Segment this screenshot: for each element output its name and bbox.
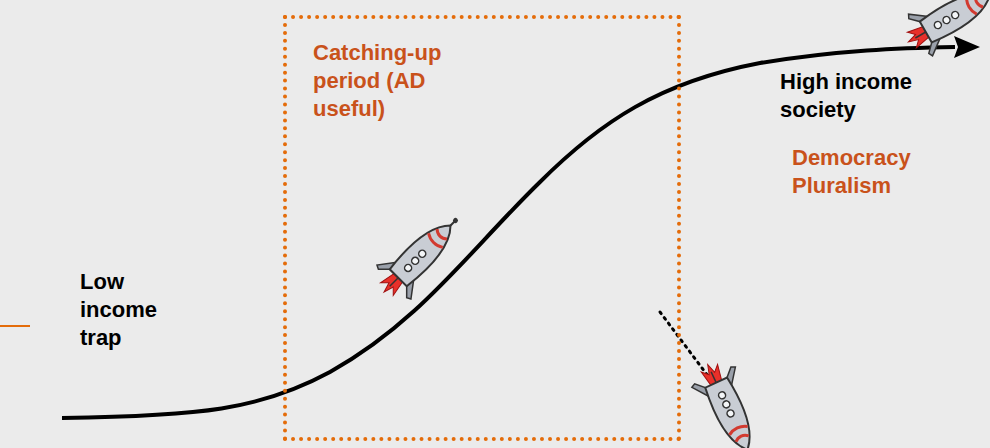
stage-label: Low income trap — [80, 268, 175, 352]
region-title: Catching-up period (AD useful) — [313, 39, 443, 123]
stage-label: High income society — [780, 68, 960, 124]
region-box: Catching-up period (AD useful) — [283, 15, 681, 441]
stage-label: Democracy Pluralism — [792, 144, 917, 200]
